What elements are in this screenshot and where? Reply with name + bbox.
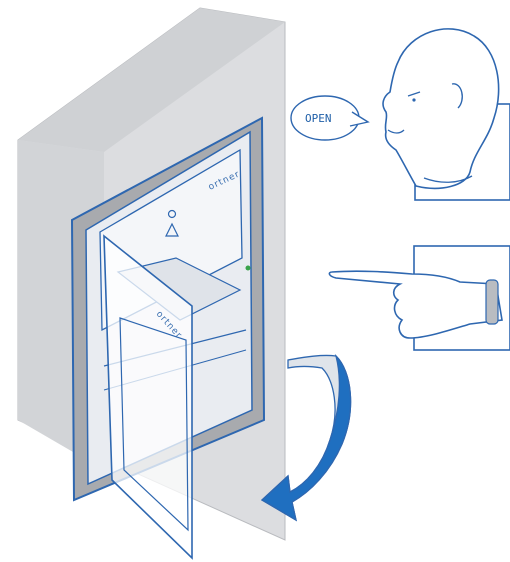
pointing-hand-icon [329,246,510,350]
speech-bubble: OPEN [291,96,368,140]
status-light [246,266,251,271]
head-speaking-icon [383,29,510,200]
speech-bubble-text: OPEN [305,112,332,125]
